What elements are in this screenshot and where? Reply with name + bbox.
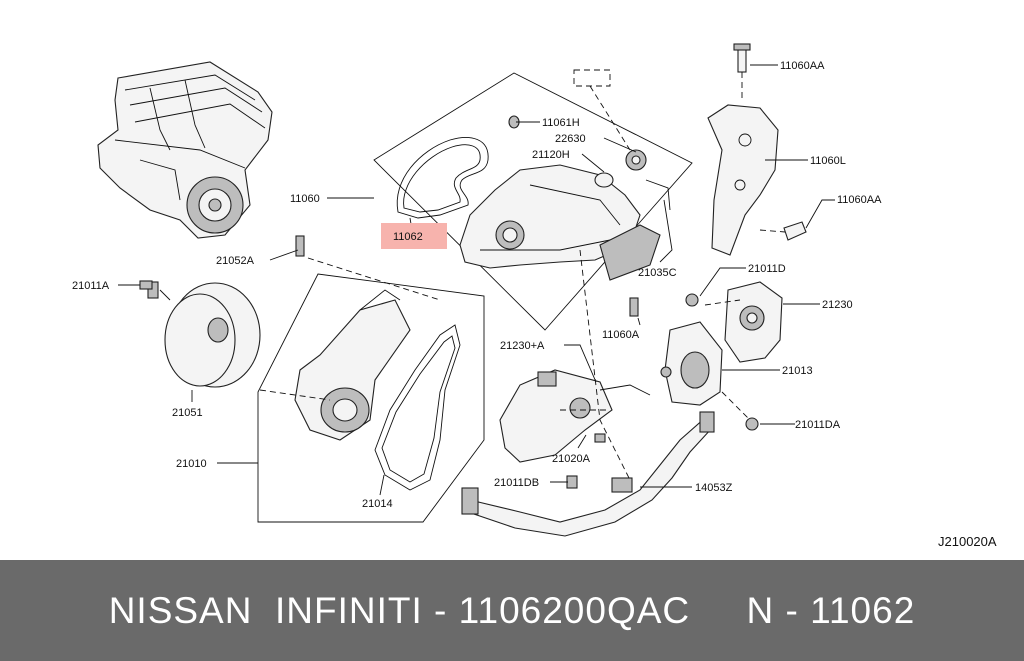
label-11062[interactable]: 11062 — [393, 231, 423, 243]
engine-block-illustration — [97, 61, 273, 239]
label-21011D[interactable]: 21011D — [748, 263, 786, 275]
label-21230[interactable]: 21230 — [822, 299, 853, 311]
part-number-footer: NISSAN INFINITI - 1106200QAC N - 11062 — [0, 560, 1024, 661]
label-11060L[interactable]: 11060L — [810, 155, 846, 167]
bracket-11060L-illustration — [707, 43, 807, 256]
assembly-dash-lines — [259, 72, 786, 481]
label-21020A[interactable]: 21020A — [552, 453, 591, 465]
label-11060[interactable]: 11060 — [290, 193, 320, 205]
label-21011DB[interactable]: 21011DB — [494, 477, 539, 489]
label-21230-A[interactable]: 21230+A — [500, 340, 545, 352]
label-11061H[interactable]: 11061H — [542, 117, 580, 129]
cover-21013-illustration — [660, 293, 759, 431]
parts-diagram: 11060AA 11060L 11060AA 11061H 22630 2112… — [72, 43, 997, 549]
water-pump-housing-box — [373, 72, 693, 331]
thermostat-housing-21230A-illustration — [499, 369, 651, 463]
leader-lines — [118, 64, 835, 496]
hose-14053Z-illustration — [461, 411, 715, 537]
label-11060AA-mid[interactable]: 11060AA — [837, 194, 882, 206]
water-pump-lower-box — [257, 273, 485, 523]
water-pump-assembly-illustration — [459, 164, 661, 281]
label-22630[interactable]: 22630 — [555, 133, 586, 145]
part-labels: 11060AA 11060L 11060AA 11061H 22630 2112… — [72, 60, 997, 549]
label-14053Z[interactable]: 14053Z — [695, 482, 733, 494]
label-21120H[interactable]: 21120H — [532, 149, 570, 161]
label-21051[interactable]: 21051 — [172, 407, 203, 419]
footer-part-text: NISSAN INFINITI - 1106200QAC N - 11062 — [108, 589, 916, 631]
diagram-ref-code: J210020A — [938, 534, 997, 549]
thermostat-housing-21230-illustration — [724, 281, 783, 363]
label-21011DA[interactable]: 21011DA — [795, 419, 841, 431]
gasket-21014-illustration — [374, 324, 461, 491]
label-21010[interactable]: 21010 — [176, 458, 207, 470]
label-11060A[interactable]: 11060A — [602, 329, 640, 341]
label-21014[interactable]: 21014 — [362, 498, 393, 510]
highlight-box — [381, 223, 447, 249]
water-pump-21010-illustration — [294, 289, 411, 441]
thermostat-22630-illustration — [508, 69, 671, 211]
label-21013[interactable]: 21013 — [782, 365, 813, 377]
label-21011A[interactable]: 21011A — [72, 280, 110, 292]
gasket-11062-illustration — [396, 137, 489, 219]
pulley-21051-illustration — [147, 281, 261, 388]
label-11060AA-top[interactable]: 11060AA — [780, 60, 825, 72]
label-21052A[interactable]: 21052A — [216, 255, 255, 267]
label-21035C[interactable]: 21035C — [638, 267, 677, 279]
bolt-illustrations — [139, 235, 639, 317]
